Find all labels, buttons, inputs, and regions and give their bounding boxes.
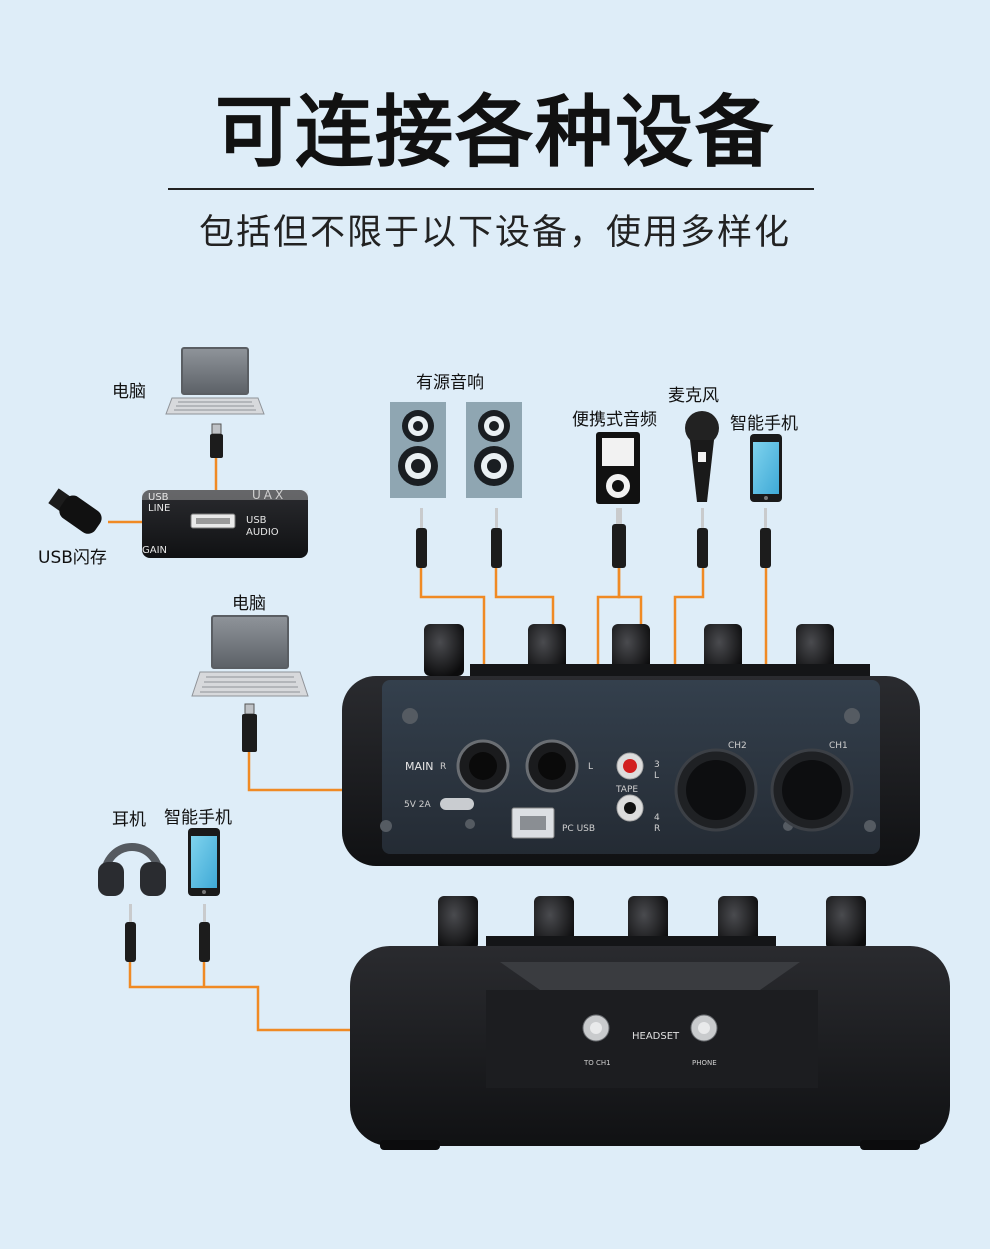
front-phone-label: PHONE: [692, 1059, 717, 1067]
mp3-player-icon: [596, 432, 640, 504]
rear-pc-usb-label: PC USB: [562, 824, 596, 834]
speaker-icon: [390, 402, 446, 498]
label-headphones: 耳机: [112, 810, 146, 830]
rear-tape-l: L: [654, 771, 660, 781]
speaker-icon: [466, 402, 522, 498]
rear-tape-label: TAPE: [616, 785, 639, 795]
label-pc-top: 电脑: [112, 382, 146, 402]
front-to-ch1-label: TO CH1: [584, 1059, 611, 1067]
laptop-icon: [191, 615, 309, 697]
label-active-speaker: 有源音响: [416, 373, 484, 393]
usb-panel-gain: GAIN: [142, 545, 168, 556]
front-headset-label: HEADSET: [632, 1031, 680, 1042]
audio-jack-plug-icon: [125, 904, 136, 962]
usb-panel-usb-audio-2: AUDIO: [246, 527, 279, 538]
usb-panel: [142, 490, 308, 558]
label-pc-mid: 电脑: [232, 594, 266, 614]
usb-plug-icon: [242, 703, 257, 752]
audio-jack-plug-icon: [760, 508, 771, 568]
laptop-icon: [165, 347, 265, 415]
rear-power-label: 5V 2A: [404, 800, 431, 810]
usb-panel-usb-label: USB: [148, 492, 169, 503]
audio-jack-plug-icon: [416, 508, 427, 568]
usb-panel-line-label: LINE: [148, 503, 171, 514]
usb-panel-usb-audio-1: USB: [246, 515, 267, 526]
label-microphone: 麦克风: [668, 386, 719, 406]
rear-ch2-label: CH2: [728, 741, 747, 751]
audio-jack-plug-icon: [491, 508, 502, 568]
rear-tape-3: 3: [654, 760, 660, 770]
rear-tape-4: 4: [654, 813, 660, 823]
label-portable-audio: 便携式音频: [572, 410, 657, 430]
smartphone-icon: [750, 434, 782, 502]
label-smartphone-top: 智能手机: [730, 414, 798, 434]
mixer-front-view: [350, 896, 950, 1150]
audio-jack-plug-icon: [612, 508, 626, 568]
usb-panel-brand: UAX: [252, 488, 287, 502]
usb-plug-icon: [210, 423, 223, 458]
usb-flash-drive-icon: [48, 488, 102, 534]
smartphone-icon: [188, 828, 220, 896]
rear-tape-r: R: [654, 824, 661, 834]
audio-jack-plug-icon: [199, 904, 210, 962]
rear-main-label: MAIN: [405, 760, 434, 773]
rear-ch1-label: CH1: [829, 741, 848, 751]
headphones-icon: [98, 843, 166, 896]
page-title: 可连接各种设备: [214, 88, 775, 178]
rear-l-label: L: [588, 762, 594, 772]
title-divider: [168, 188, 814, 190]
microphone-icon: [685, 411, 719, 502]
label-smartphone-bottom: 智能手机: [164, 808, 232, 828]
rear-r-label: R: [440, 762, 447, 772]
page-subtitle: 包括但不限于以下设备，使用多样化: [198, 213, 791, 253]
audio-jack-plug-icon: [697, 508, 708, 568]
label-usb-flash: USB闪存: [38, 548, 107, 568]
mixer-rear-view: [342, 624, 920, 866]
